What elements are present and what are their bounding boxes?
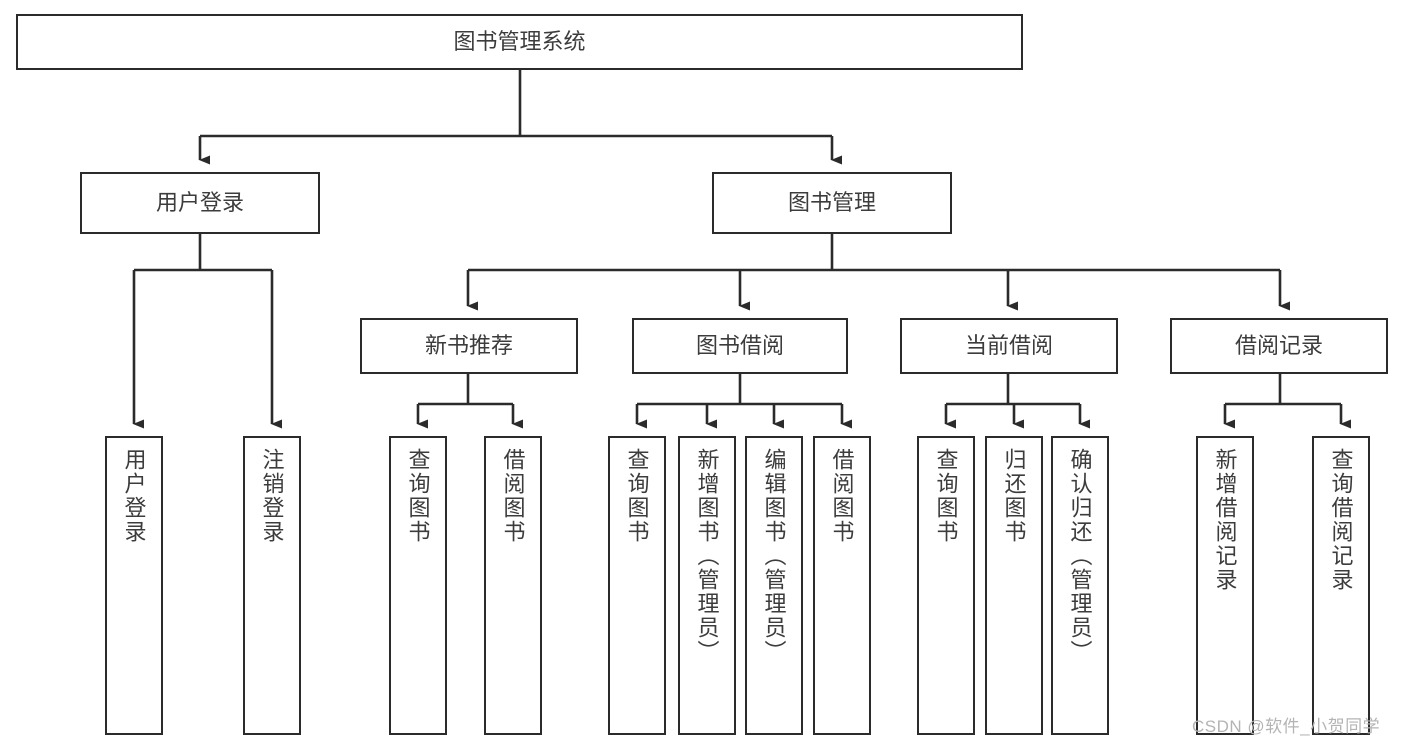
node-leaf-query-book-recommend[interactable]: 查询图书 bbox=[389, 436, 447, 735]
node-book-management[interactable]: 图书管理 bbox=[712, 172, 952, 234]
node-label: 当前借阅 bbox=[964, 333, 1053, 359]
node-leaf-borrow-book[interactable]: 借阅图书 bbox=[813, 436, 871, 735]
node-new-book-recommend[interactable]: 新书推荐 bbox=[360, 318, 578, 374]
node-label: 归还图书 bbox=[1001, 448, 1027, 544]
node-label: 查询图书 bbox=[624, 448, 650, 544]
node-leaf-add-book-admin[interactable]: 新增图书（管理员） bbox=[678, 436, 736, 735]
node-label: 借阅图书 bbox=[500, 448, 526, 544]
node-label: 图书管理 bbox=[787, 190, 876, 216]
node-leaf-return-book[interactable]: 归还图书 bbox=[985, 436, 1043, 735]
node-label: 借阅图书 bbox=[829, 448, 855, 544]
node-label: 新书推荐 bbox=[424, 333, 513, 359]
node-label: 编辑图书（管理员） bbox=[761, 448, 787, 664]
node-leaf-query-borrow-record[interactable]: 查询借阅记录 bbox=[1312, 436, 1370, 735]
node-leaf-query-book-borrow[interactable]: 查询图书 bbox=[608, 436, 666, 735]
node-leaf-borrow-book-recommend[interactable]: 借阅图书 bbox=[484, 436, 542, 735]
node-current-borrow[interactable]: 当前借阅 bbox=[900, 318, 1118, 374]
node-leaf-confirm-return-admin[interactable]: 确认归还（管理员） bbox=[1051, 436, 1109, 735]
node-label: 注销登录 bbox=[259, 448, 285, 544]
node-label: 新增图书（管理员） bbox=[694, 448, 720, 664]
node-label: 图书管理系统 bbox=[453, 29, 586, 55]
node-user-login[interactable]: 用户登录 bbox=[80, 172, 320, 234]
node-label: 新增借阅记录 bbox=[1212, 448, 1238, 592]
node-leaf-query-book-current[interactable]: 查询图书 bbox=[917, 436, 975, 735]
node-root-book-management-system[interactable]: 图书管理系统 bbox=[16, 14, 1023, 70]
node-label: 查询图书 bbox=[405, 448, 431, 544]
node-label: 查询图书 bbox=[933, 448, 959, 544]
node-leaf-logout-login[interactable]: 注销登录 bbox=[243, 436, 301, 735]
node-label: 图书借阅 bbox=[695, 333, 784, 359]
node-book-borrow[interactable]: 图书借阅 bbox=[632, 318, 848, 374]
node-leaf-user-login[interactable]: 用户登录 bbox=[105, 436, 163, 735]
node-leaf-add-borrow-record[interactable]: 新增借阅记录 bbox=[1196, 436, 1254, 735]
node-label: 确认归还（管理员） bbox=[1067, 448, 1093, 664]
node-borrow-record[interactable]: 借阅记录 bbox=[1170, 318, 1388, 374]
node-label: 用户登录 bbox=[155, 190, 244, 216]
node-label: 查询借阅记录 bbox=[1328, 448, 1354, 592]
node-label: 借阅记录 bbox=[1234, 333, 1323, 359]
node-label: 用户登录 bbox=[121, 448, 147, 544]
node-leaf-edit-book-admin[interactable]: 编辑图书（管理员） bbox=[745, 436, 803, 735]
